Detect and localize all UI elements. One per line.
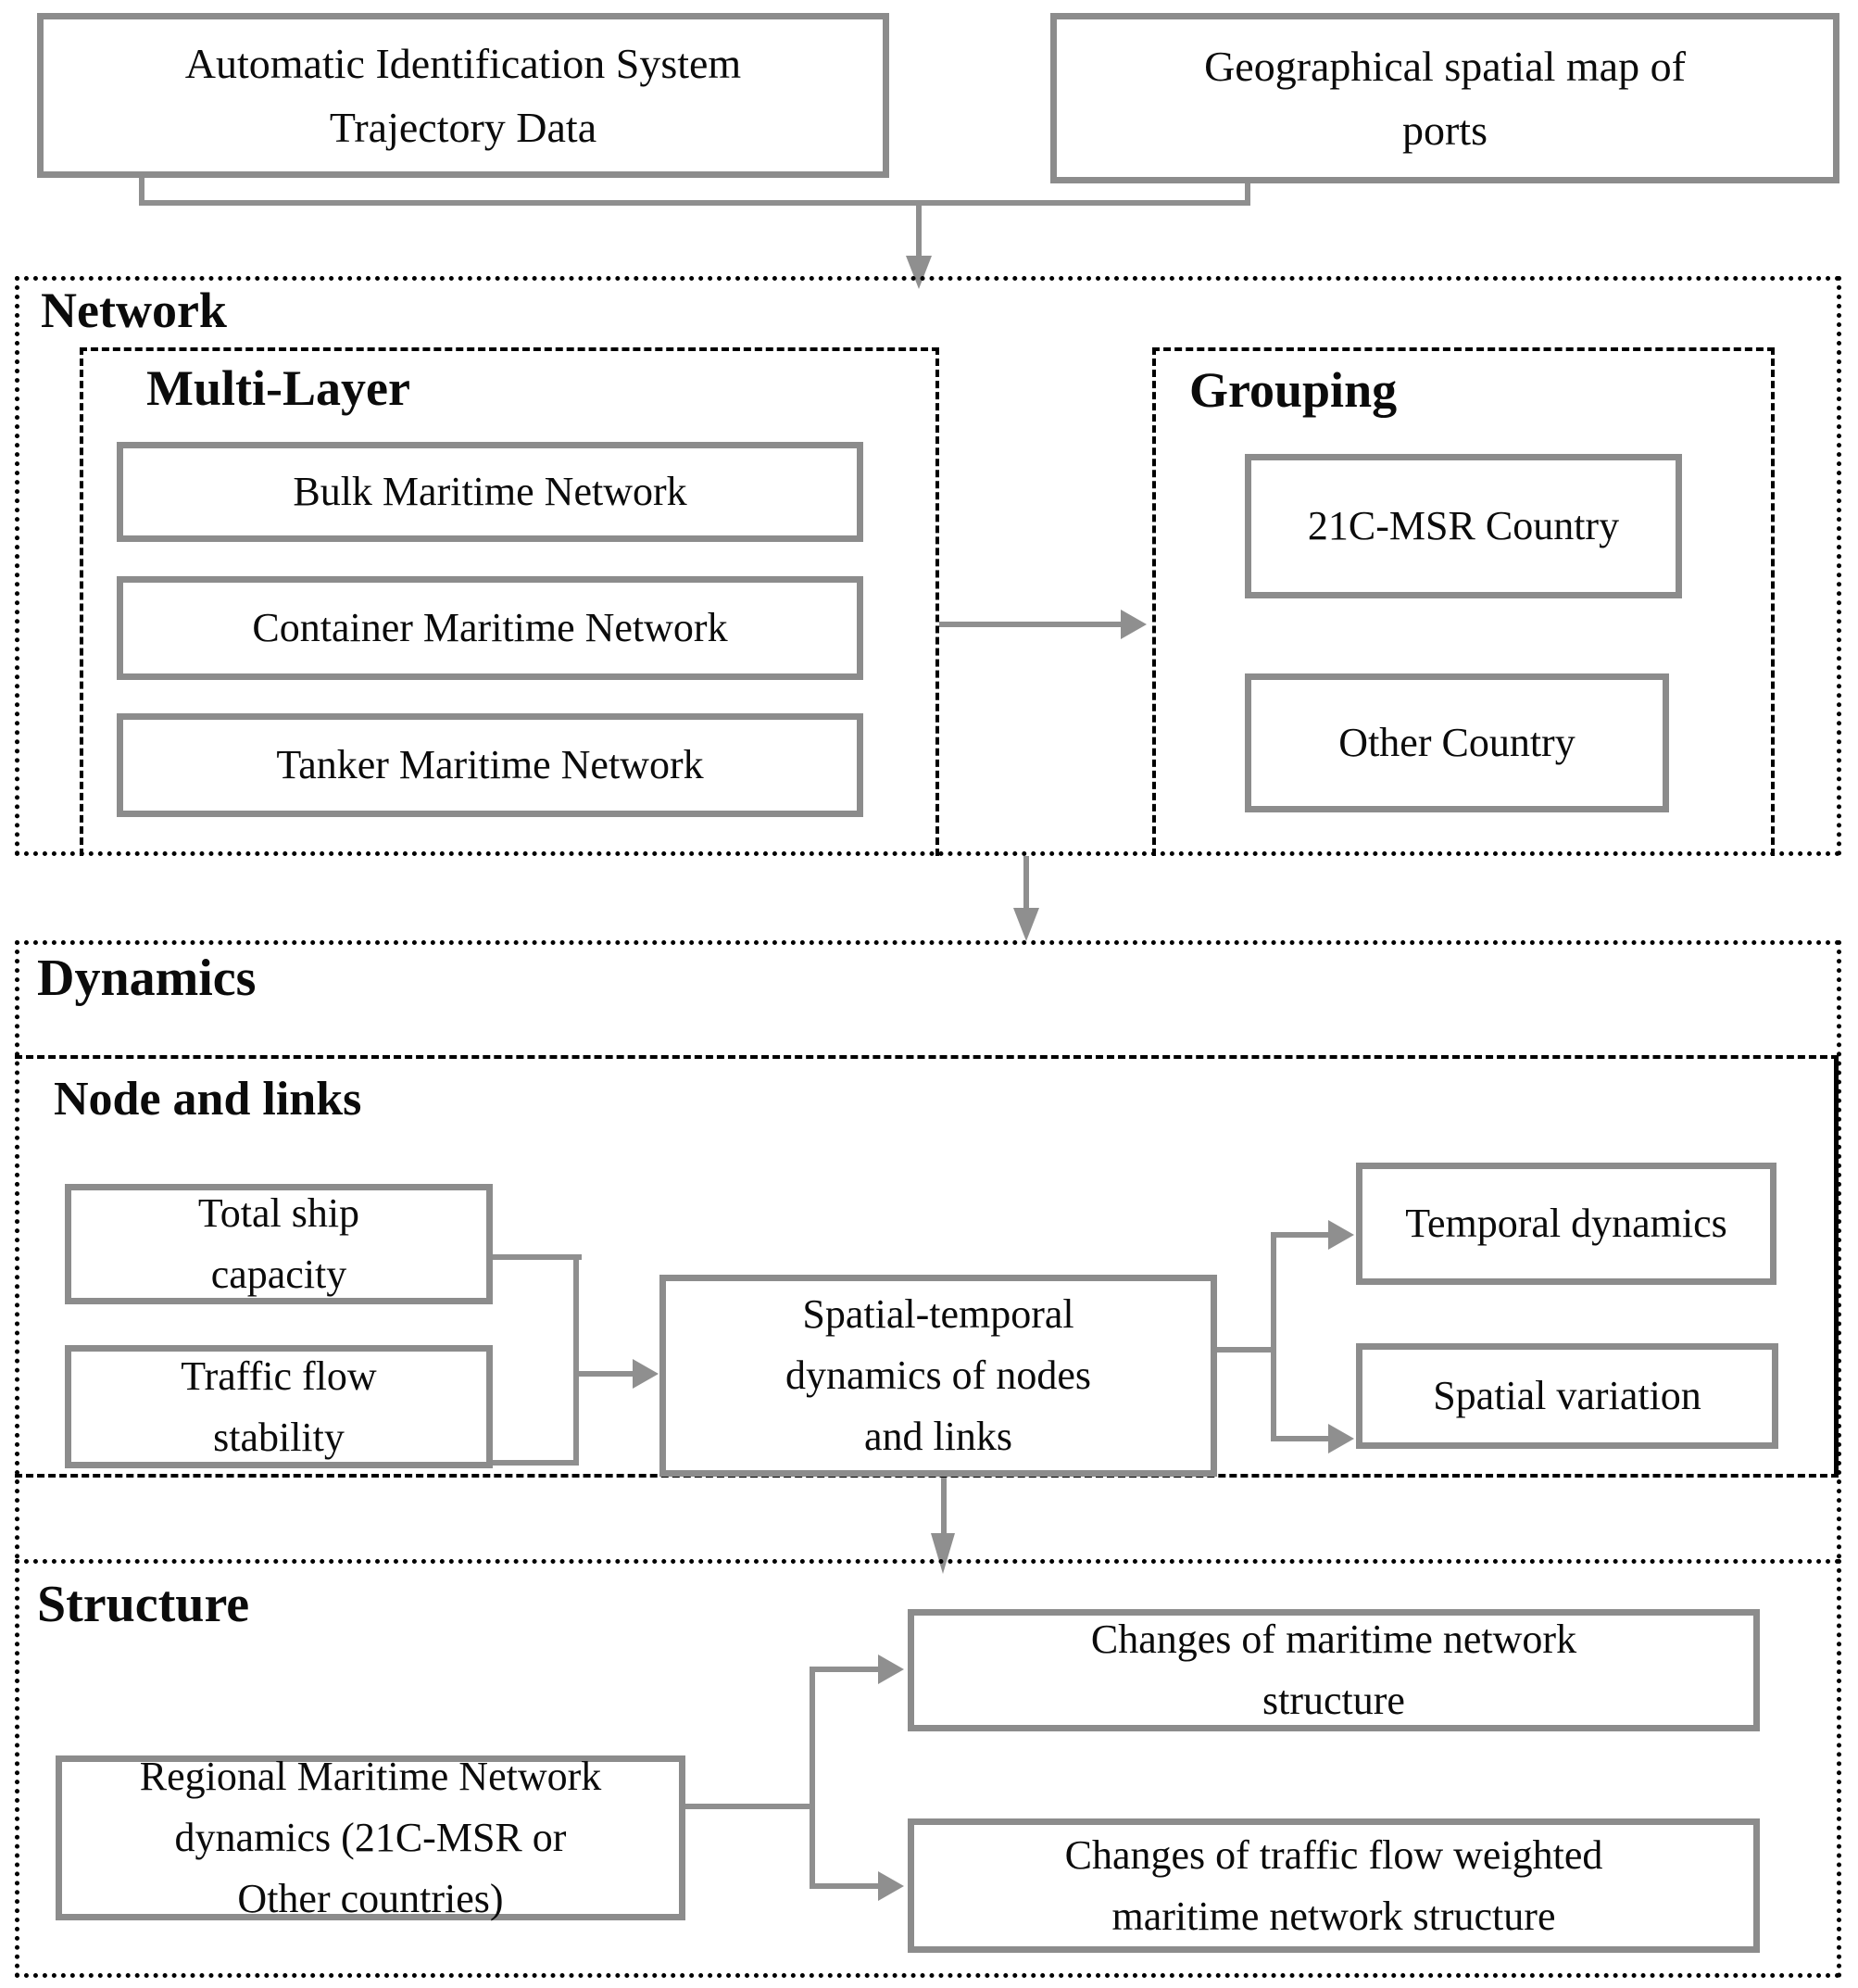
layer-box-container: Container Maritime Network [117, 576, 863, 680]
arrow-to-spatial-icon [1328, 1424, 1354, 1453]
arrow-to-dynamics-icon [1013, 908, 1039, 941]
grouping-label: Grouping [1189, 362, 1398, 418]
source-box-ais: Automatic Identification System Trajecto… [37, 13, 889, 178]
connector-sources-merge-line [139, 200, 1250, 206]
multi-layer-container [80, 347, 939, 856]
output-box-spatial-variation: Spatial variation [1356, 1343, 1778, 1449]
connector-dynamics-structure-shaft [941, 1478, 947, 1537]
input-box-regional-network-dynamics: Regional Maritime Network dynamics (21C-… [56, 1754, 685, 1921]
connector-to-network-shaft [916, 200, 922, 261]
dynamics-container [15, 940, 1841, 1559]
layer-box-tanker: Tanker Maritime Network [117, 713, 863, 817]
connector-regional-stub [685, 1804, 815, 1809]
connector-structure-branch-vertical [810, 1667, 815, 1889]
arrow-to-network-icon [906, 256, 932, 289]
output-box-temporal-dynamics: Temporal dynamics [1356, 1163, 1776, 1285]
connector-network-dynamics-shaft [1023, 856, 1029, 913]
arrow-to-changes1-icon [878, 1655, 904, 1684]
layer-box-bulk: Bulk Maritime Network [117, 442, 863, 542]
arrow-to-grouping-icon [1121, 610, 1147, 639]
node-and-links-label: Node and links [54, 1073, 362, 1126]
arrow-to-changes2-icon [878, 1871, 904, 1901]
arrow-to-structure-icon [931, 1533, 955, 1574]
structure-container [15, 1559, 1841, 1978]
connector-spatial-shaft [1271, 1436, 1330, 1441]
input-box-total-ship-capacity: Total ship capacity [65, 1184, 493, 1304]
connector-temporal-shaft [1271, 1232, 1330, 1238]
dynamics-label: Dynamics [37, 950, 257, 1007]
connector-totalship-stub [493, 1254, 582, 1260]
arrow-to-temporal-icon [1328, 1220, 1354, 1250]
input-box-traffic-flow-stability: Traffic flow stability [65, 1345, 493, 1468]
connector-to-process-shaft [573, 1371, 634, 1377]
connector-changes2-shaft [810, 1883, 880, 1889]
connector-ports-drop [1245, 183, 1250, 206]
process-box-spatial-temporal: Spatial-temporal dynamics of nodes and l… [659, 1275, 1217, 1477]
network-container [15, 276, 1841, 856]
connector-changes1-shaft [810, 1667, 880, 1672]
structure-label: Structure [37, 1576, 250, 1633]
connector-process-out-stub [1217, 1347, 1276, 1353]
network-label: Network [41, 283, 227, 338]
output-box-changes-network-structure: Changes of maritime network structure [908, 1609, 1760, 1731]
connector-multilayer-grouping [939, 622, 1123, 627]
group-box-other-country: Other Country [1245, 673, 1669, 812]
connector-inputs-merge-vertical [573, 1254, 579, 1466]
connector-outputs-branch-vertical [1271, 1232, 1276, 1441]
arrow-to-process-icon [633, 1359, 659, 1389]
group-box-21c-msr: 21C-MSR Country [1245, 454, 1682, 598]
multi-layer-label: Multi-Layer [146, 360, 410, 416]
output-box-changes-weighted-structure: Changes of traffic flow weighted maritim… [908, 1818, 1760, 1953]
connector-ais-drop [139, 178, 144, 206]
connector-trafficflow-stub [493, 1460, 576, 1466]
source-box-ports-map: Geographical spatial map of ports [1050, 13, 1839, 183]
grouping-container [1152, 347, 1775, 856]
